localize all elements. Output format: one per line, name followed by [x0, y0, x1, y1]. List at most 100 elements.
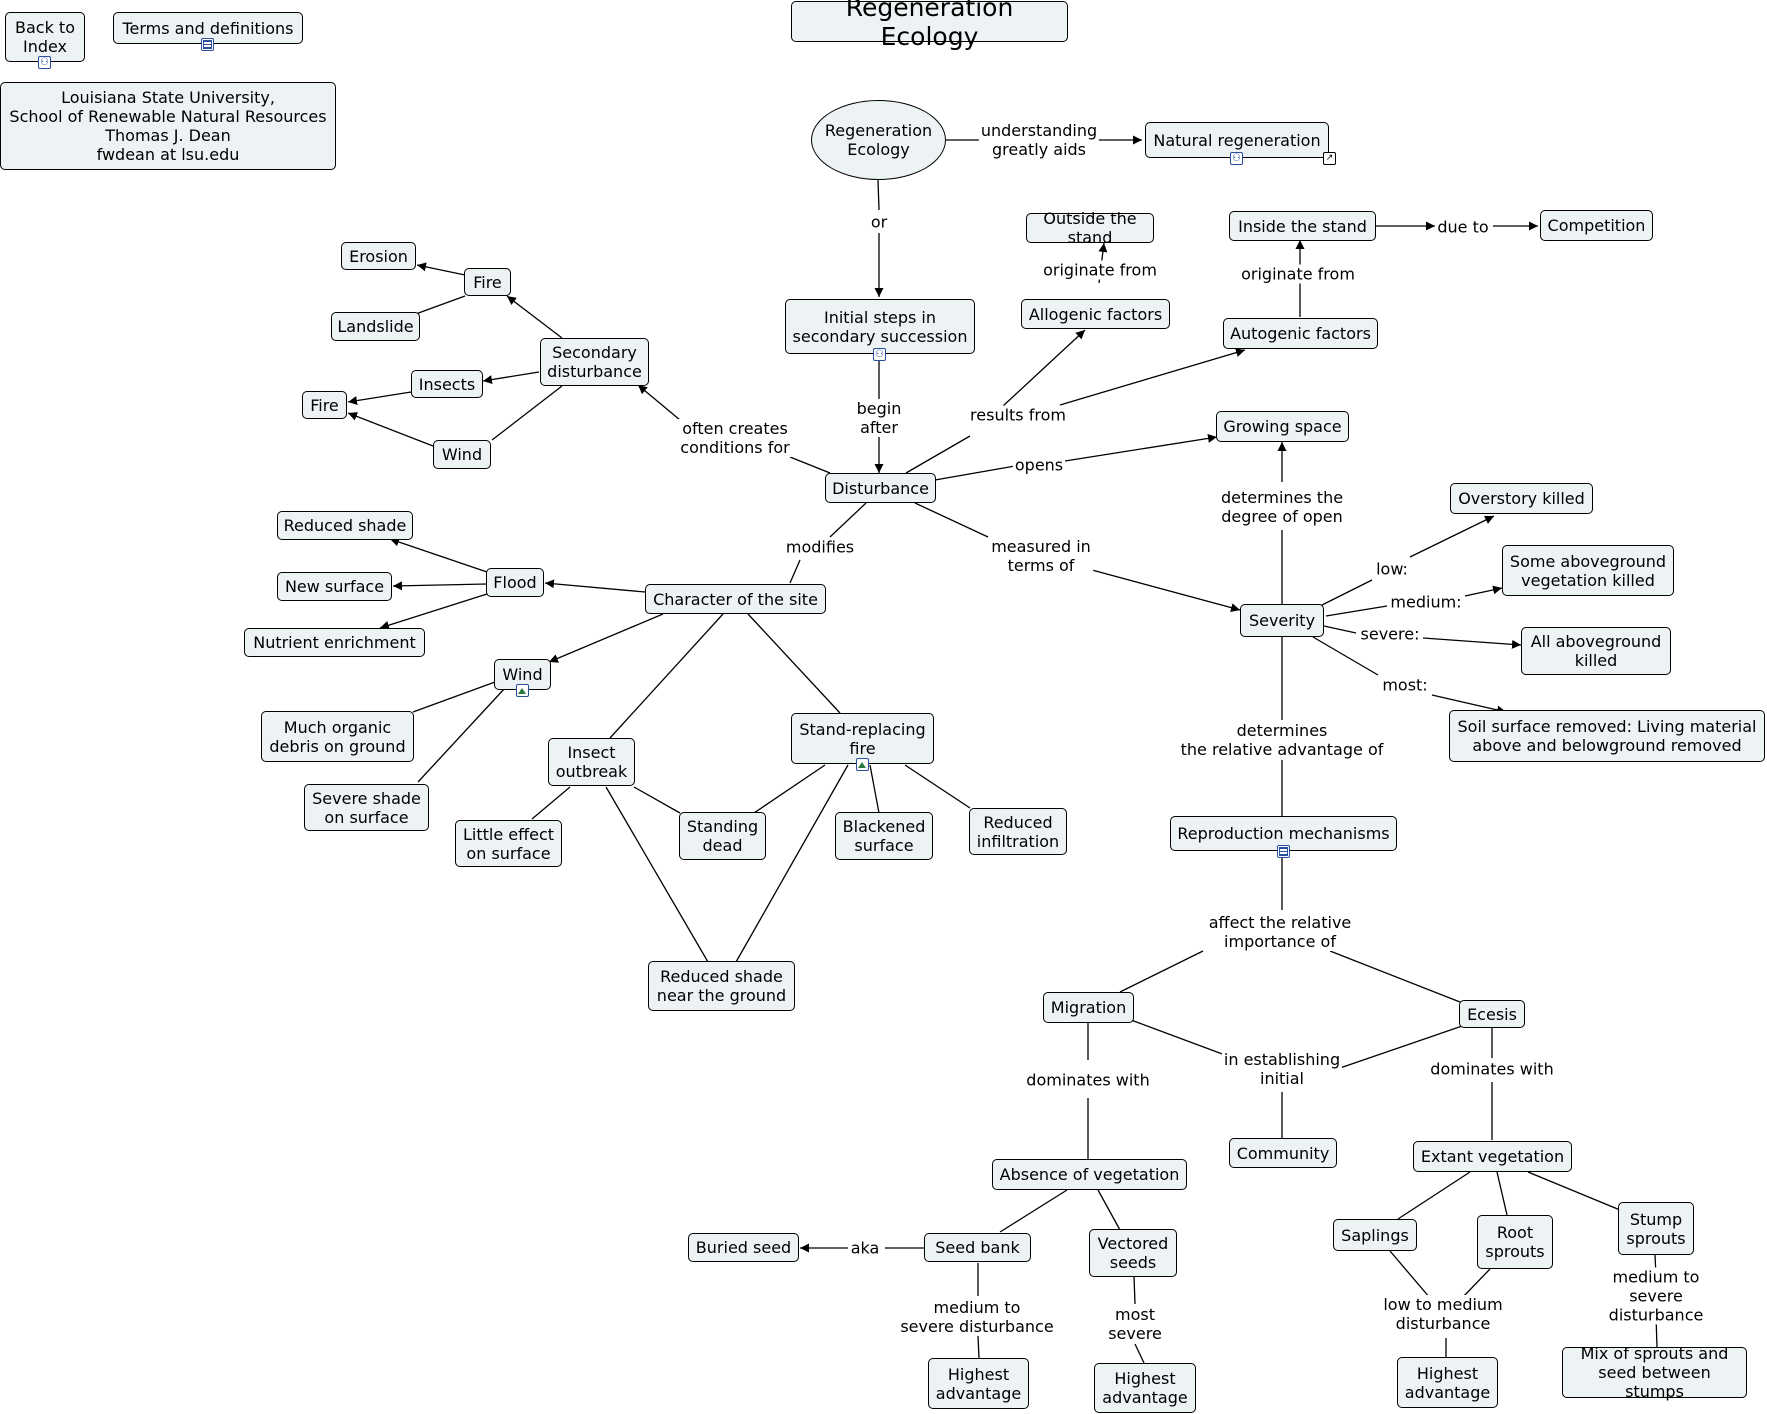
concept-initial-steps[interactable]: Initial steps in secondary succession: [785, 299, 975, 361]
concept-label: Flood: [493, 573, 537, 592]
link-disturbance-results: [905, 435, 971, 474]
concept-growing-space: Growing space: [1216, 411, 1349, 442]
link-label-originate-allogenic: originate from: [1041, 260, 1159, 280]
concept-disturbance: Disturbance: [825, 473, 936, 503]
concept-label: Extant vegetation: [1420, 1147, 1565, 1166]
concept-overstory-killed: Overstory killed: [1450, 483, 1593, 514]
back-to-index-label: Back to Index: [15, 18, 75, 56]
link-low-overstory: [1409, 515, 1495, 558]
page-title-text: Regeneration Ecology: [845, 0, 1014, 51]
link-fire-erosion: [416, 262, 466, 276]
image-icon[interactable]: [855, 758, 869, 771]
link-root-lowmed: [1461, 1268, 1491, 1299]
link-label-dominates-migration: dominates with: [1024, 1070, 1152, 1090]
link-character-stand: [747, 613, 841, 714]
concept-extant-vegetation: Extant vegetation: [1413, 1141, 1572, 1172]
link-extant-saplings: [1397, 1171, 1471, 1220]
concept-competition: Competition: [1540, 210, 1653, 241]
concept-label: New surface: [284, 577, 385, 596]
terms-and-definitions-button[interactable]: Terms and definitions: [113, 12, 303, 51]
concept-allogenic-factors: Allogenic factors: [1021, 299, 1170, 329]
concept-label: Landslide: [337, 317, 414, 336]
concept-label: Reduced infiltration: [976, 812, 1060, 851]
link-results-allogenic: [1002, 329, 1086, 407]
concept-highest-advantage-seedbank: Highest advantage: [928, 1358, 1029, 1409]
link-opens-growing: [1064, 433, 1218, 462]
concept-label: Reduced shade near the ground: [656, 967, 787, 1005]
external-link-icon[interactable]: [1323, 152, 1336, 165]
link-absence-seedbank: [999, 1189, 1068, 1233]
link-results-autogenic: [1059, 348, 1246, 406]
link-disturbance-modifies: [829, 502, 867, 538]
link-stand-blackened: [869, 764, 880, 814]
concept-map-icon[interactable]: [873, 348, 886, 361]
link-stand-infil: [904, 764, 971, 809]
concept-map-icon[interactable]: [1230, 152, 1243, 165]
link-disturbance-often: [789, 456, 831, 474]
concept-landslide: Landslide: [331, 312, 420, 341]
link-saplings-lowmed: [1389, 1250, 1431, 1299]
concept-label: Highest advantage: [935, 1364, 1022, 1403]
link-wind-severe-shade: [417, 687, 506, 783]
concept-label: Fire: [473, 272, 502, 292]
link-label-med-severe-stump: medium to severe disturbance: [1600, 1267, 1712, 1325]
concept-reduced-shade: Reduced shade: [277, 511, 413, 540]
link-flood-new-surface: [392, 581, 488, 591]
concept-wind-top: Wind: [433, 440, 491, 469]
link-secondary-fire-top: [506, 295, 563, 339]
document-icon[interactable]: [1276, 845, 1290, 858]
concept-little-effect-surface: Little effect on surface: [455, 820, 562, 867]
concept-label: Disturbance: [832, 478, 929, 498]
concept-stump-sprouts: Stump sprouts: [1618, 1202, 1694, 1255]
link-label-due-to: due to: [1435, 217, 1491, 237]
link-ecesis-establishing: [1339, 1024, 1466, 1069]
document-icon[interactable]: [201, 38, 214, 51]
concept-label: Secondary disturbance: [547, 343, 642, 381]
author-text: Louisiana State University, School of Re…: [9, 88, 327, 164]
concept-label: Insects: [418, 374, 476, 394]
concept-label: Buried seed: [695, 1238, 792, 1257]
back-to-index-button[interactable]: Back to Index: [5, 12, 85, 69]
concept-secondary-disturbance: Secondary disturbance: [540, 338, 649, 386]
image-icon[interactable]: [515, 684, 529, 697]
concept-outside-the-stand: Outside the stand: [1026, 209, 1154, 247]
link-label-most: most:: [1380, 675, 1430, 695]
concept-label: Nutrient enrichment: [253, 633, 416, 652]
concept-erosion: Erosion: [341, 242, 416, 270]
concept-label: Migration: [1050, 998, 1127, 1017]
link-label-med-severe-seedbank: medium to severe disturbance: [898, 1298, 1056, 1336]
concept-stand-replacing-fire[interactable]: Stand-replacing fire: [791, 713, 934, 771]
concept-label: Saplings: [1341, 1225, 1409, 1245]
concept-label: Seed bank: [935, 1238, 1020, 1257]
concept-map-icon[interactable]: [38, 56, 51, 69]
link-wind-organic: [412, 681, 496, 713]
concept-label: Highest advantage: [1404, 1363, 1491, 1402]
concept-natural-regeneration[interactable]: Natural regeneration: [1145, 122, 1336, 165]
concept-label: Autogenic factors: [1230, 324, 1371, 343]
concept-label: All aboveground killed: [1530, 632, 1662, 670]
link-severity-medium: [1325, 605, 1388, 617]
concept-wind-mid[interactable]: Wind: [494, 659, 551, 697]
concept-label: Much organic debris on ground: [269, 717, 406, 756]
link-label-understanding: understanding greatly aids: [978, 121, 1100, 159]
author-info-box: Louisiana State University, School of Re…: [0, 82, 336, 170]
concept-buried-seed: Buried seed: [688, 1233, 799, 1262]
page-title: Regeneration Ecology: [791, 0, 1068, 51]
link-medsev-highest1: [977, 1335, 980, 1359]
link-character-flood: [544, 579, 646, 593]
concept-label: Insect outbreak: [555, 743, 628, 781]
link-vectored-most: [1133, 1275, 1136, 1305]
concept-label: Character of the site: [653, 589, 818, 609]
concept-reproduction-mechanisms[interactable]: Reproduction mechanisms: [1170, 816, 1397, 858]
concept-highest-advantage-sprouts: Highest advantage: [1397, 1357, 1498, 1408]
link-label-often-creates: often creates conditions for: [678, 419, 792, 457]
concept-blackened-surface: Blackened surface: [835, 812, 933, 860]
concept-inside-the-stand: Inside the stand: [1229, 211, 1376, 241]
link-label-results-from: results from: [968, 405, 1068, 425]
link-label-aka: aka: [848, 1238, 882, 1258]
link-insects-fire-left: [347, 391, 412, 406]
link-severity-most: [1312, 636, 1379, 676]
concept-root-sprouts: Root sprouts: [1477, 1215, 1553, 1269]
concept-insects: Insects: [411, 370, 483, 398]
concept-absence-of-vegetation: Absence of vegetation: [992, 1159, 1187, 1190]
